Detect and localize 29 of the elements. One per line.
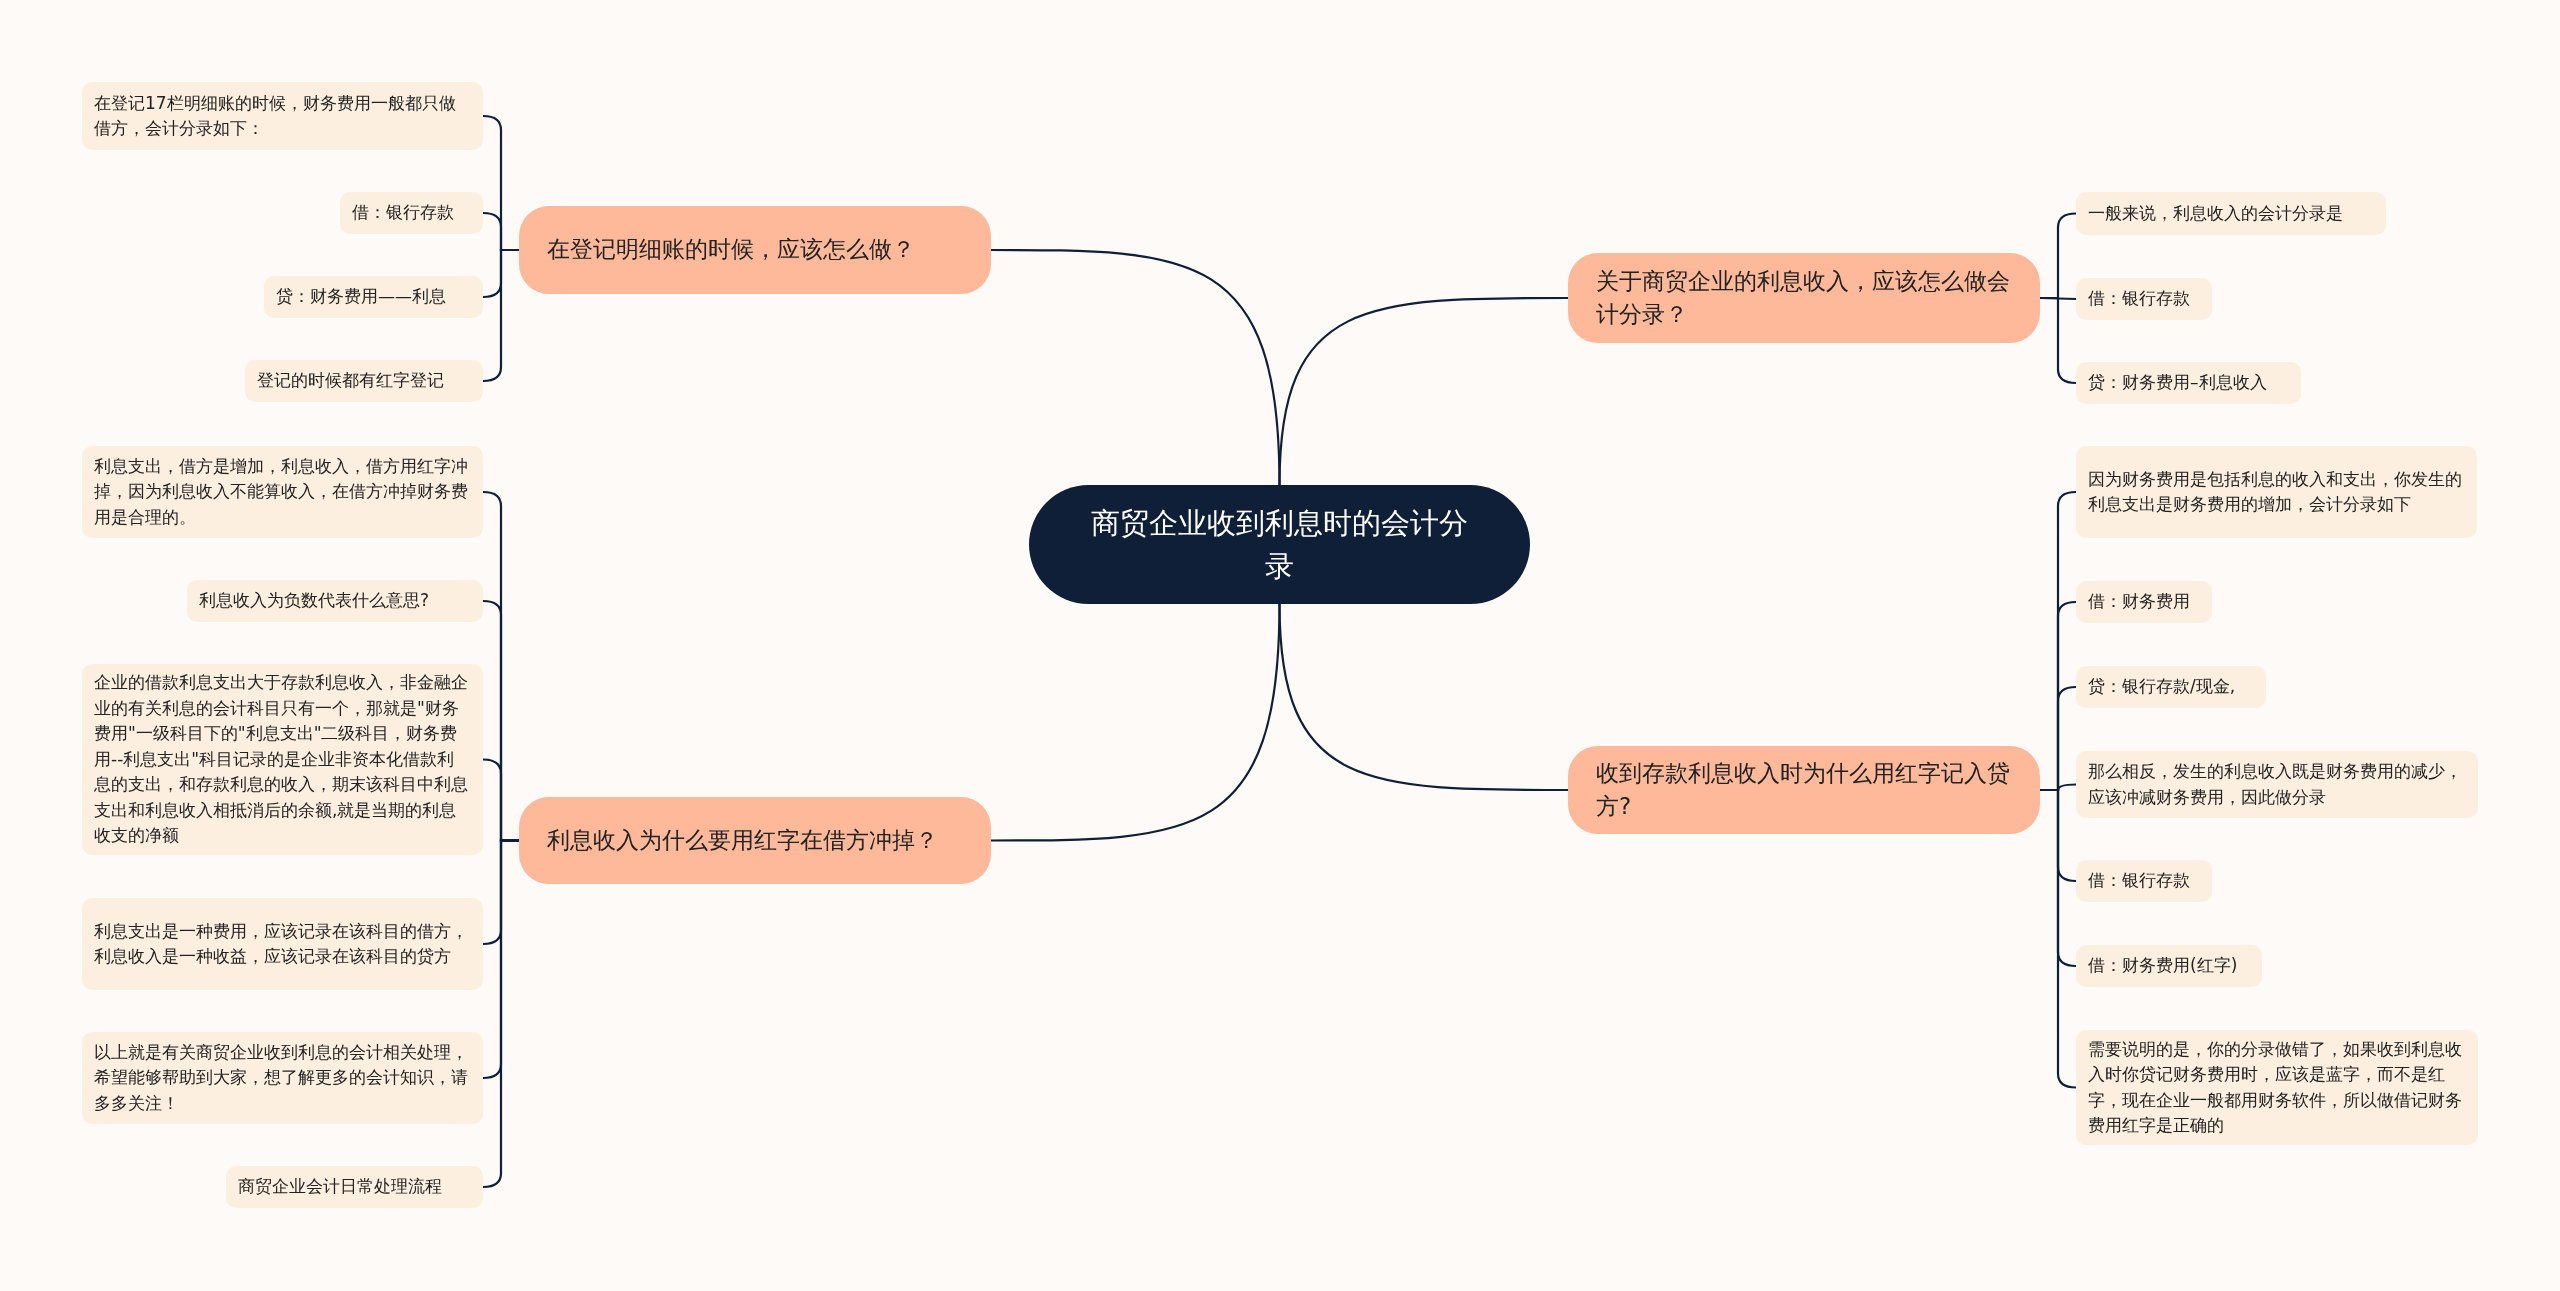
note-box: 需要说明的是，你的分录做错了，如果收到利息收入时你贷记财务费用时，应该是蓝字，而不是红字，现在企业一般都用财务软件，所以做借记财务费用红字是正确的 [2076, 1030, 2478, 1145]
topic-box: 在登记明细账的时候，应该怎么做？ [519, 206, 991, 294]
connector-line [1278, 603, 1568, 792]
note-box: 贷：财务费用——利息 [264, 276, 483, 318]
note-box: 商贸企业会计日常处理流程 [226, 1166, 483, 1208]
note-box: 一般来说，利息收入的会计分录是 [2076, 192, 2386, 235]
topic-box: 利息收入为什么要用红字在借方冲掉？ [519, 797, 991, 884]
note-box: 企业的借款利息支出大于存款利息收入，非金融企业的有关利息的会计科目只有一个，那就是"财务费用"一级科目下的"利息支出"二级科目，财务费用--利息支出"科目记录的是企业非资本化借款利息的支出，和存款利息的收入，期末该科目中利息支出和利息收入相抵消后的余额,就是当期的利息收支的净额 [82, 664, 483, 855]
note-box: 借：财务费用(红字) [2076, 945, 2262, 987]
note-box: 在登记17栏明细账的时候，财务费用一般都只做借方，会计分录如下： [82, 82, 483, 150]
note-box: 借：财务费用 [2076, 581, 2212, 623]
note-box: 借：银行存款 [340, 192, 483, 234]
connector-line [482, 839, 519, 1189]
note-box: 那么相反，发生的利息收入既是财务费用的减少，应该冲减财务费用，因此做分录 [2076, 751, 2478, 818]
connector-line [1278, 296, 1568, 486]
note-box: 贷：财务费用–利息收入 [2076, 362, 2301, 404]
note-box: 借：银行存款 [2076, 278, 2212, 320]
connector-line [2040, 788, 2077, 1089]
note-box: 利息收入为负数代表什么意思? [187, 580, 483, 622]
note-box: 以上就是有关商贸企业收到利息的会计相关处理，希望能够帮助到大家，想了解更多的会计知识，请多多关注！ [82, 1032, 483, 1124]
central-topic: 商贸企业收到利息时的会计分录 [1029, 485, 1530, 604]
topic-box: 关于商贸企业的利息收入，应该怎么做会计分录？ [1568, 253, 2040, 343]
topic-box: 收到存款利息收入时为什么用红字记入贷方? [1568, 746, 2040, 834]
note-box: 利息支出是一种费用，应该记录在该科目的借方，利息收入是一种收益，应该记录在该科目的贷方 [82, 898, 483, 990]
note-box: 因为财务费用是包括利息的收入和支出，你发生的利息支出是财务费用的增加，会计分录如下 [2076, 446, 2477, 538]
note-box: 贷：银行存款/现金, [2076, 666, 2266, 708]
note-box: 登记的时候都有红字登记 [245, 360, 483, 402]
note-box: 借：银行存款 [2076, 860, 2212, 902]
note-box: 利息支出，借方是增加，利息收入，借方用红字冲掉，因为利息收入不能算收入，在借方冲掉财务费用是合理的。 [82, 446, 483, 538]
